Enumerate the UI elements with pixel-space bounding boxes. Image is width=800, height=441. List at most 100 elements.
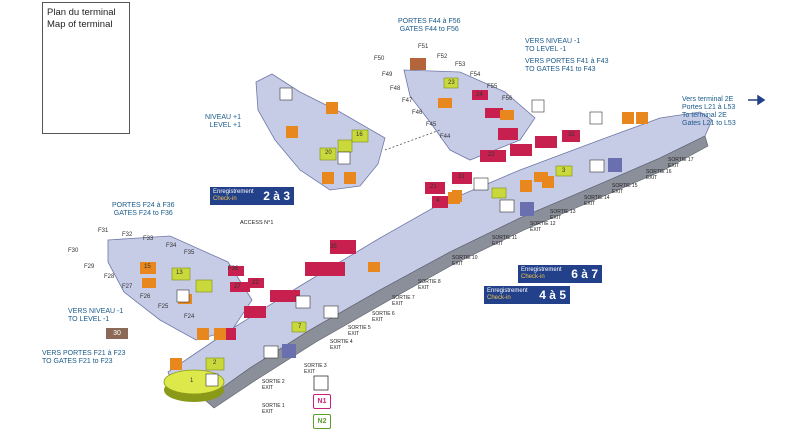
gate-label: F30 bbox=[68, 248, 79, 254]
zone-block bbox=[244, 306, 266, 318]
toilet-icon bbox=[326, 102, 338, 114]
to-level-minus1-top: VERS NIVEAU -1 TO LEVEL -1 bbox=[525, 38, 581, 53]
checkin-2-3: Enregistrement Check-in 2 à 3 bbox=[210, 187, 294, 205]
checkin-4-5: Enregistrement Check-in 4 à 5 bbox=[484, 286, 570, 304]
zone-block bbox=[432, 196, 448, 208]
access-label: ACCESS N°1 bbox=[240, 220, 274, 226]
gate-label: F47 bbox=[402, 98, 413, 104]
arrow-right-icon bbox=[748, 94, 766, 106]
terminal-2e-label: Vers terminal 2E Portes L21 à L53 To ter… bbox=[682, 96, 736, 127]
n2-shuttle-badge: N2 bbox=[313, 414, 331, 429]
zone-number: 27 bbox=[234, 284, 241, 290]
lift-icon bbox=[499, 199, 515, 213]
shop-block bbox=[368, 262, 380, 272]
parking-icon bbox=[608, 158, 622, 172]
gate-label: F48 bbox=[390, 86, 401, 92]
mezzanine-level1 bbox=[255, 73, 386, 191]
zone-number: 22 bbox=[252, 280, 259, 286]
zone-number: 23 bbox=[448, 80, 455, 86]
zone-block bbox=[535, 136, 557, 148]
lower-walkway bbox=[204, 135, 709, 409]
zone-block bbox=[330, 240, 356, 254]
gate-label: F26 bbox=[140, 294, 151, 300]
mezzanine-connector bbox=[384, 129, 441, 151]
zone-block bbox=[248, 278, 264, 288]
legend-title: Plan du terminal Map of terminal bbox=[47, 7, 116, 30]
toilet-icon bbox=[622, 112, 634, 124]
gate-block bbox=[491, 187, 507, 199]
gate-label: F56 bbox=[502, 96, 513, 102]
gate-label: F49 bbox=[382, 72, 393, 78]
gate-block bbox=[555, 165, 573, 177]
gate-label: F52 bbox=[437, 54, 448, 60]
to-gates-f21-label: VERS PORTES F21 à F23 TO GATES F21 to F2… bbox=[42, 350, 126, 365]
gate-block bbox=[195, 279, 213, 293]
escalator-icon bbox=[176, 289, 190, 303]
escalator-icon bbox=[531, 99, 545, 113]
zone-block bbox=[562, 130, 580, 142]
level1-label: NIVEAU +1 LEVEL +1 bbox=[205, 114, 241, 129]
n1-shuttle-badge: N1 bbox=[313, 394, 331, 409]
escalator-icon bbox=[589, 111, 603, 125]
escalator-icon bbox=[279, 87, 293, 101]
gate-label: F35 bbox=[184, 250, 195, 256]
toilet-icon bbox=[170, 358, 182, 370]
gate-block bbox=[171, 267, 191, 281]
lift-icon bbox=[323, 305, 339, 319]
gate-label: F46 bbox=[412, 110, 423, 116]
gate-label: F31 bbox=[98, 228, 109, 234]
gate-block bbox=[291, 321, 307, 333]
zone-number: 32 bbox=[568, 132, 575, 138]
main-concourse bbox=[167, 111, 713, 401]
shop-block bbox=[438, 98, 452, 108]
zone-number: 13 bbox=[176, 270, 183, 276]
gate-label: F36 bbox=[228, 266, 239, 272]
zone-block bbox=[270, 290, 300, 302]
lift-icon bbox=[263, 345, 279, 359]
to-gates-f41-label: VERS PORTES F41 à F43 TO GATES F41 to F4… bbox=[525, 58, 609, 73]
gate-label: F34 bbox=[166, 243, 177, 249]
escalator-icon bbox=[337, 151, 351, 165]
zone-block bbox=[425, 182, 445, 194]
shop-block bbox=[410, 58, 426, 70]
zone-block bbox=[305, 262, 345, 276]
gate-label: F55 bbox=[487, 84, 498, 90]
gate-label: F29 bbox=[84, 264, 95, 270]
gate-label: F45 bbox=[426, 122, 437, 128]
gate-label: F50 bbox=[374, 56, 385, 62]
gate-label: F32 bbox=[122, 232, 133, 238]
bus-icon bbox=[313, 375, 329, 391]
gate-label: F25 bbox=[158, 304, 169, 310]
zone-block bbox=[510, 144, 532, 156]
toilet-icon bbox=[344, 172, 356, 184]
zone-number: 22 bbox=[488, 152, 495, 158]
zone-number: 21 bbox=[430, 184, 437, 190]
toilet-icon bbox=[214, 328, 226, 340]
parking-icon bbox=[282, 344, 296, 358]
zone-number: 7 bbox=[298, 324, 302, 330]
shop-block bbox=[142, 278, 156, 288]
parking-icon bbox=[520, 202, 534, 216]
gate-label: F33 bbox=[143, 236, 154, 242]
shop-block bbox=[140, 262, 156, 274]
zone-number: 24 bbox=[476, 92, 483, 98]
to-level-minus1-bottom: VERS NIVEAU -1 TO LEVEL -1 bbox=[68, 308, 124, 323]
shop-block bbox=[500, 110, 514, 120]
zone-number: 15 bbox=[144, 264, 151, 270]
